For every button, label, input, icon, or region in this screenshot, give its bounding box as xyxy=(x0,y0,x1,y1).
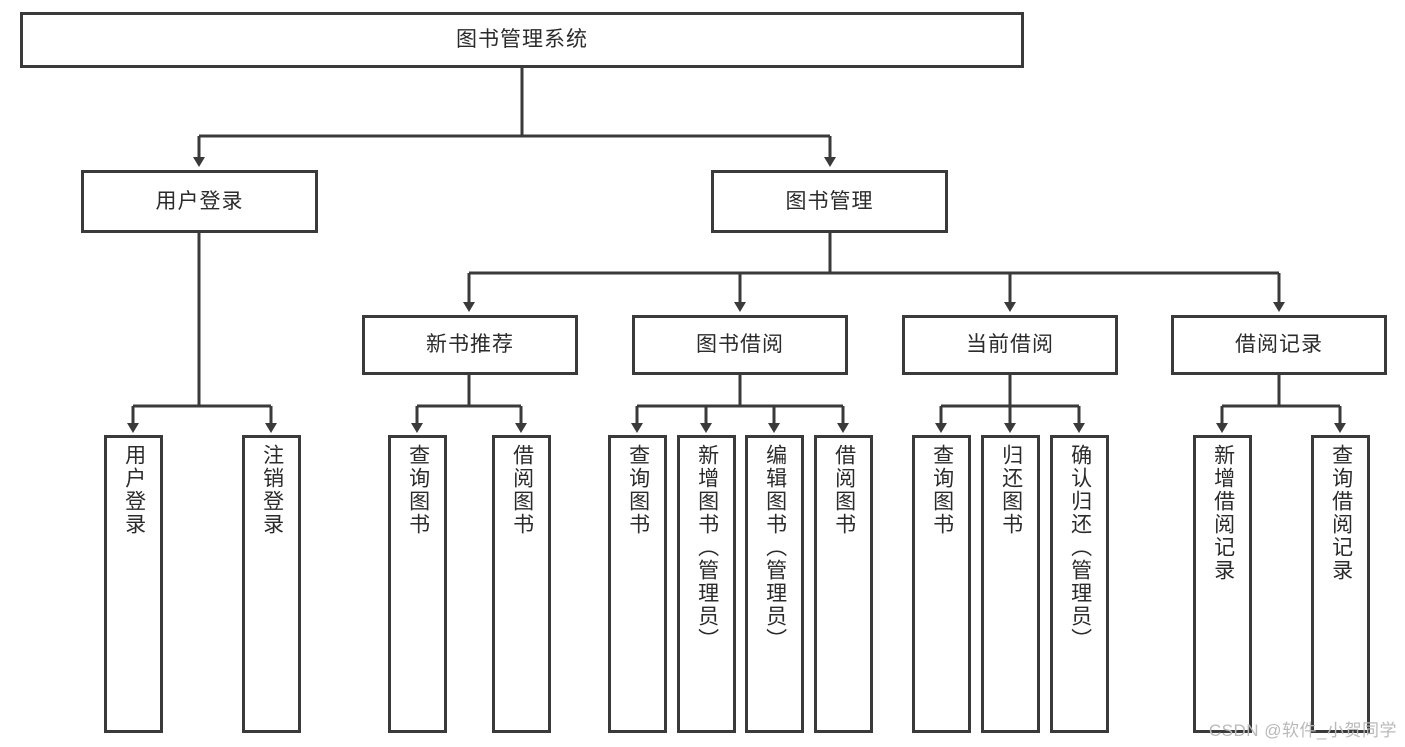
leaf-borrow-book-2[interactable]: 借阅图书 xyxy=(814,435,873,733)
leaf-borrow-book-1[interactable]: 借阅图书 xyxy=(492,435,551,733)
leaf-user-login[interactable]: 用户登录 xyxy=(104,435,163,733)
node-new-book-rec-label: 新书推荐 xyxy=(426,333,514,357)
leaf-return-book[interactable]: 归还图书 xyxy=(981,435,1040,733)
node-book-manage[interactable]: 图书管理 xyxy=(711,170,948,233)
leaf-add-record-label: 新增借阅记录 xyxy=(1211,444,1235,582)
leaf-add-book[interactable]: 新增图书（管理员） xyxy=(677,435,736,733)
node-current-borrow[interactable]: 当前借阅 xyxy=(902,315,1118,375)
node-current-borrow-label: 当前借阅 xyxy=(966,333,1054,357)
leaf-confirm-return[interactable]: 确认归还（管理员） xyxy=(1050,435,1109,733)
leaf-query-book-1[interactable]: 查询图书 xyxy=(388,435,447,733)
leaf-borrow-book-1-label: 借阅图书 xyxy=(510,444,534,536)
node-user-login-label: 用户登录 xyxy=(155,189,244,213)
csdn-watermark: CSDN @软件_小贺同学 xyxy=(1208,721,1397,740)
leaf-query-book-2[interactable]: 查询图书 xyxy=(608,435,667,733)
leaf-add-book-label: 新增图书（管理员） xyxy=(695,444,719,651)
leaf-query-book-1-label: 查询图书 xyxy=(406,444,430,536)
node-borrow-record[interactable]: 借阅记录 xyxy=(1171,315,1387,375)
leaf-query-book-3[interactable]: 查询图书 xyxy=(912,435,971,733)
node-root-label: 图书管理系统 xyxy=(456,28,588,52)
leaf-edit-book-label: 编辑图书（管理员） xyxy=(763,444,787,651)
leaf-query-record[interactable]: 查询借阅记录 xyxy=(1311,435,1370,733)
node-book-borrow-label: 图书借阅 xyxy=(696,333,784,357)
node-book-manage-label: 图书管理 xyxy=(785,189,874,213)
leaf-logout[interactable]: 注销登录 xyxy=(242,435,301,733)
leaf-query-book-3-label: 查询图书 xyxy=(930,444,954,536)
leaf-query-record-label: 查询借阅记录 xyxy=(1329,444,1353,582)
leaf-logout-label: 注销登录 xyxy=(260,444,284,536)
leaf-user-login-label: 用户登录 xyxy=(122,444,146,536)
leaf-edit-book[interactable]: 编辑图书（管理员） xyxy=(745,435,804,733)
leaf-borrow-book-2-label: 借阅图书 xyxy=(832,444,856,536)
node-borrow-record-label: 借阅记录 xyxy=(1235,333,1323,357)
leaf-return-book-label: 归还图书 xyxy=(999,444,1023,536)
node-book-borrow[interactable]: 图书借阅 xyxy=(632,315,848,375)
node-root[interactable]: 图书管理系统 xyxy=(20,12,1024,68)
node-new-book-rec[interactable]: 新书推荐 xyxy=(362,315,578,375)
leaf-add-record[interactable]: 新增借阅记录 xyxy=(1193,435,1252,733)
leaf-confirm-return-label: 确认归还（管理员） xyxy=(1068,444,1092,651)
node-user-login[interactable]: 用户登录 xyxy=(81,170,318,233)
leaf-query-book-2-label: 查询图书 xyxy=(626,444,650,536)
